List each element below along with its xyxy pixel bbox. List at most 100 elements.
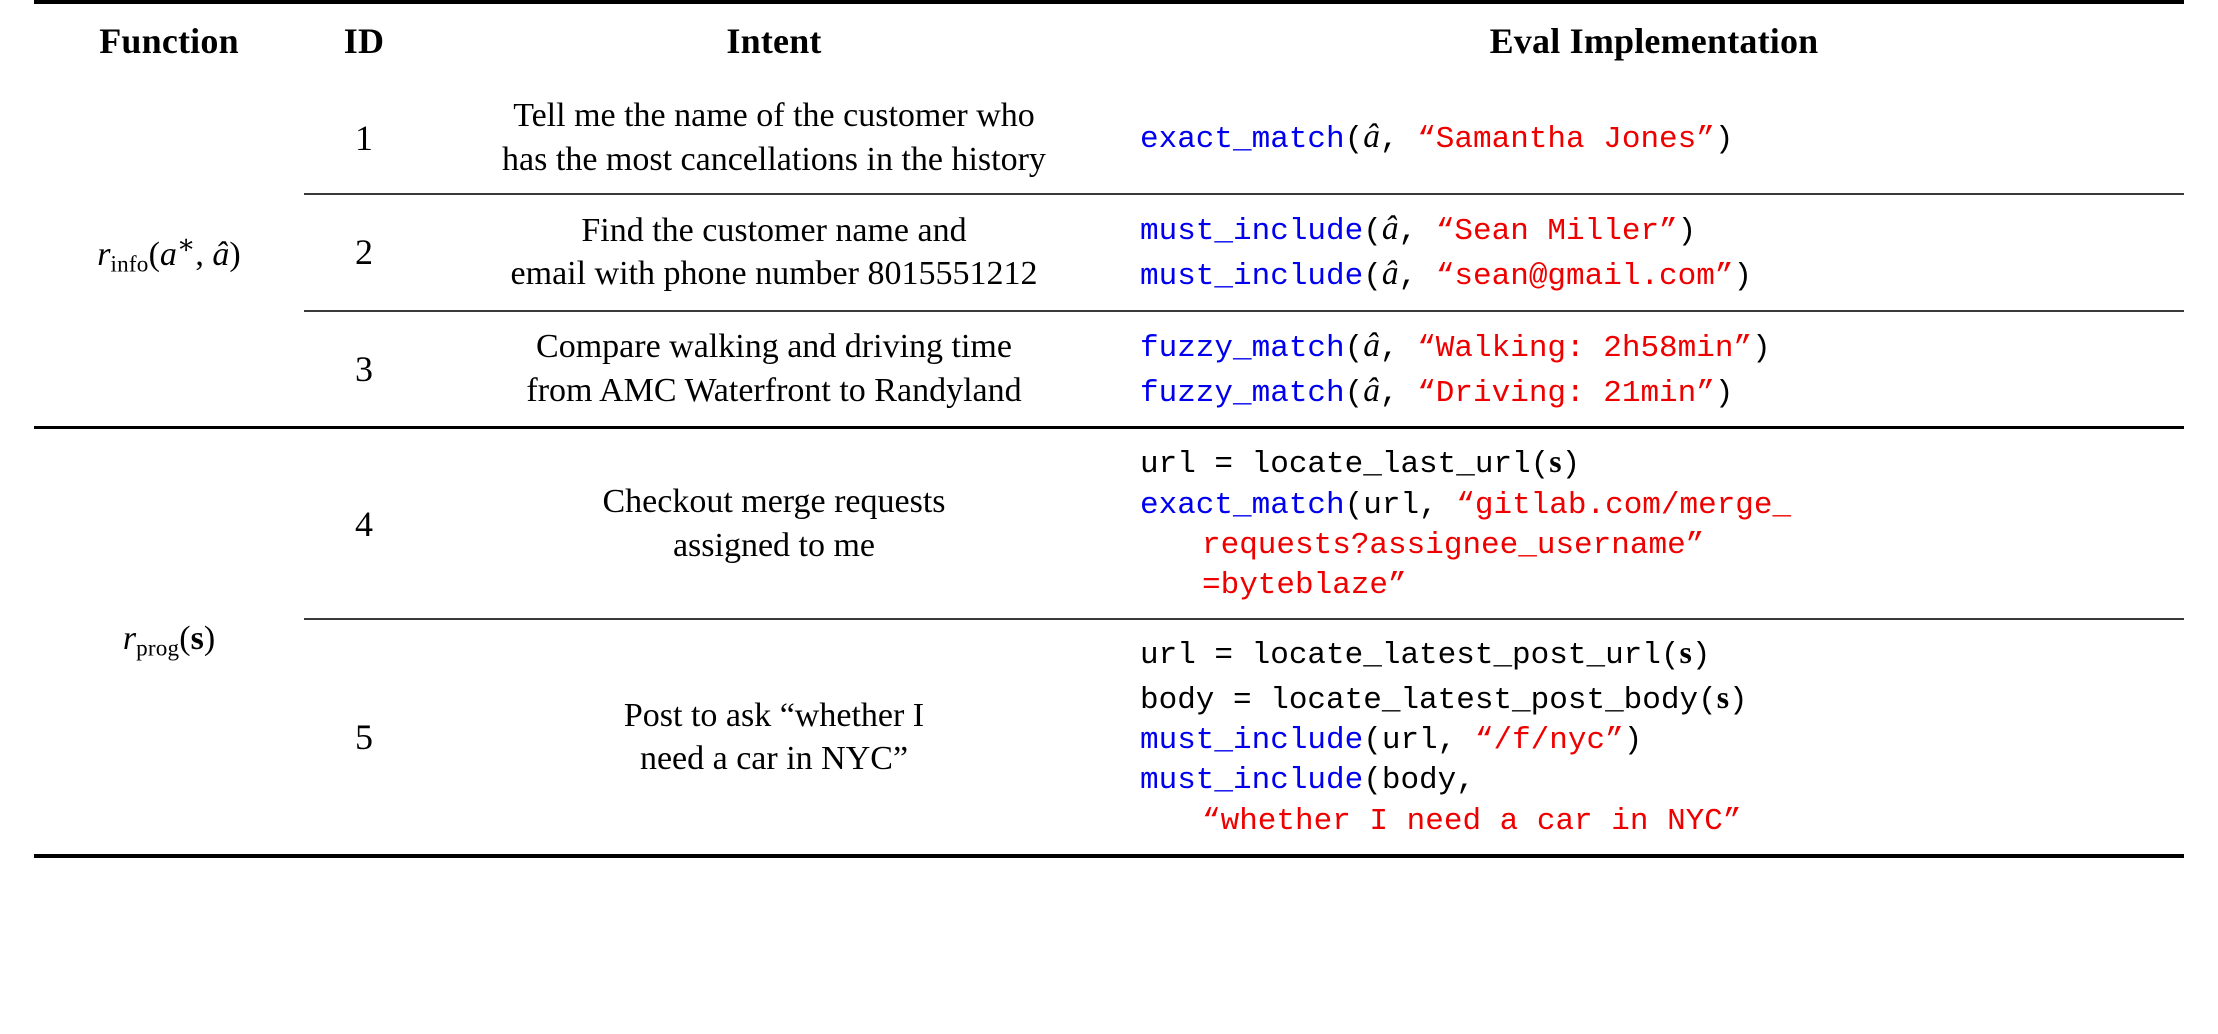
eval-string-literal: “whether I need a car in NYC” <box>1202 803 1742 839</box>
eval-implementation-cell: fuzzy_match(â, “Walking: 2h58min”)fuzzy_… <box>1124 309 2184 428</box>
eval-plain-text: ) <box>1714 375 1734 411</box>
eval-plain-text: (url, <box>1344 487 1457 523</box>
function-symbol: rinfo(a∗, â) <box>97 229 241 278</box>
column-header-intent: Intent <box>424 0 1124 82</box>
eval-plain-text: ) <box>1561 447 1581 483</box>
eval-code-line: fuzzy_match(â, “Driving: 21min”) <box>1140 369 2184 414</box>
eval-implementation-cell: url = locate_last_url(s)exact_match(url,… <box>1124 426 2184 620</box>
eval-string-literal: “/f/nyc” <box>1474 723 1624 758</box>
intent-line: Checkout merge requests <box>602 483 946 521</box>
eval-function-name: must_include <box>1140 723 1364 758</box>
function-cell: rinfo(a∗, â) <box>34 82 304 428</box>
eval-plain-text: ( <box>1344 375 1364 411</box>
row-id-cell: 3 <box>304 309 424 428</box>
column-header-id: ID <box>304 0 424 82</box>
eval-state-symbol: s <box>1549 444 1562 480</box>
intent-line: assigned to me <box>672 526 876 564</box>
eval-string-literal: =byteblaze” <box>1202 568 1407 604</box>
row-id-cell: 1 <box>355 117 373 158</box>
eval-function-name: fuzzy_match <box>1140 375 1345 411</box>
table-row: 5 Post to ask “whether I need a car in NYC… <box>34 618 2184 856</box>
function-symbol: rprog(s) <box>122 620 216 662</box>
column-header-function: Function <box>34 0 304 82</box>
eval-plain-text: , <box>1379 121 1418 157</box>
intent-line: need a car in NYC” <box>639 740 909 778</box>
eval-code-line: must_include(â, “Sean Miller”) <box>1140 207 2184 252</box>
row-id-cell: 2 <box>304 193 424 311</box>
eval-plain-text: (body, <box>1363 763 1475 799</box>
eval-state-symbol: s <box>1679 635 1692 671</box>
table-row: 2 Find the customer name and email with ph… <box>34 193 2184 311</box>
eval-code-line: exact_match(â, “Samantha Jones”) <box>1140 115 2184 160</box>
intent-cell: Find the customer name and email with pho… <box>424 193 1124 311</box>
eval-function-name: exact_match <box>1140 487 1345 523</box>
intent-cell: Checkout merge requests assigned to me <box>424 426 1124 620</box>
eval-function-name: exact_match <box>1140 121 1345 157</box>
column-header-eval: Eval Implementation <box>1124 0 2184 82</box>
eval-plain-text: ) <box>1714 121 1734 157</box>
eval-string-literal: “Samantha Jones” <box>1417 121 1715 157</box>
eval-string-literal: “Walking: 2h58min” <box>1417 330 1753 366</box>
intent-line: Compare walking and driving time <box>536 328 1012 366</box>
eval-function-name: must_include <box>1140 259 1364 295</box>
table-body: rinfo(a∗, â) 1 Tell me the name of the cus… <box>34 82 2184 860</box>
eval-plain-text: ) <box>1691 638 1711 674</box>
eval-code-line: exact_match(url, “gitlab.com/merge_ <box>1140 486 2184 526</box>
eval-code-line: body = locate_latest_post_body(s) <box>1140 677 2184 721</box>
eval-plain-text: ( <box>1363 214 1382 250</box>
eval-string-literal: “Driving: 21min” <box>1417 375 1715 411</box>
table-header: Function ID Intent Eval Implementation <box>34 0 2184 82</box>
table-bottom-rule <box>34 853 2184 860</box>
intent-cell: Tell me the name of the customer who has … <box>424 82 1124 194</box>
intent-line: email with phone number 8015551212 <box>510 255 1038 293</box>
eval-plain-text: body = locate_latest_post_body( <box>1140 682 1717 718</box>
eval-arg-symbol: â <box>1381 210 1399 248</box>
eval-implementation-cell: url = locate_latest_post_url(s)body = lo… <box>1124 618 2184 856</box>
eval-arg-symbol: â <box>1363 371 1380 409</box>
eval-plain-text: ) <box>1752 330 1771 366</box>
eval-plain-text: ) <box>1733 259 1753 295</box>
table-row: rprog(s) 4 Checkout merge requests assigned… <box>34 426 2184 856</box>
eval-string-literal: “gitlab.com/merge_ <box>1456 487 1792 523</box>
table-header-row: Function ID Intent Eval Implementation <box>34 0 2184 82</box>
eval-plain-text: ) <box>1729 682 1748 718</box>
table-row: rinfo(a∗, â) 1 Tell me the name of the cus… <box>34 82 2184 278</box>
row-id-cell: 4 <box>304 426 424 620</box>
eval-plain-text: , <box>1379 375 1418 411</box>
eval-table: Function ID Intent Eval Implementation r… <box>34 0 2184 860</box>
eval-function-name: must_include <box>1140 214 1364 250</box>
eval-plain-text: ( <box>1363 259 1382 295</box>
intent-line: from AMC Waterfront to Randyland <box>526 371 1022 409</box>
eval-plain-text: ( <box>1344 330 1364 366</box>
intent-line: Find the customer name and <box>581 211 967 249</box>
eval-code-line: must_include(url, “/f/nyc”) <box>1140 721 2184 761</box>
eval-string-literal: “Sean Miller” <box>1435 214 1678 250</box>
eval-code-line: =byteblaze” <box>1140 566 2184 606</box>
eval-plain-text: ( <box>1344 121 1364 157</box>
eval-plain-text: , <box>1398 214 1436 250</box>
eval-code-line: requests?assignee_username” <box>1140 526 2184 566</box>
intent-line: has the most cancellations in the histor… <box>502 140 1046 178</box>
eval-plain-text: url = locate_latest_post_url( <box>1140 638 1680 674</box>
eval-code-line: must_include(body, <box>1140 761 2184 801</box>
table-row: 3 Compare walking and driving time from AM… <box>34 309 2184 428</box>
eval-plain-text: , <box>1379 330 1418 366</box>
eval-plain-text: , <box>1398 259 1436 295</box>
eval-function-name: must_include <box>1140 763 1364 799</box>
eval-string-literal: requests?assignee_username” <box>1202 527 1705 563</box>
eval-function-name: fuzzy_match <box>1140 330 1345 366</box>
intent-cell: Post to ask “whether I need a car in NYC” <box>424 618 1124 856</box>
eval-implementation-cell: must_include(â, “Sean Miller”)must_inclu… <box>1124 193 2184 311</box>
eval-arg-symbol: â <box>1363 117 1380 155</box>
intent-line: Post to ask “whether I <box>623 696 925 734</box>
eval-implementation-cell: exact_match(â, “Samantha Jones”) <box>1124 82 2184 194</box>
eval-code-line: url = locate_last_url(s) <box>1140 441 2184 485</box>
eval-plain-text: ) <box>1677 214 1697 250</box>
intent-line: Tell me the name of the customer who <box>513 97 1035 134</box>
row-id-cell: 5 <box>304 618 424 856</box>
eval-code-line: “whether I need a car in NYC” <box>1140 802 2184 842</box>
bottom-rule <box>34 853 2184 860</box>
eval-string-literal: “sean@gmail.com” <box>1435 259 1734 295</box>
eval-code-line: fuzzy_match(â, “Walking: 2h58min”) <box>1140 324 2184 369</box>
